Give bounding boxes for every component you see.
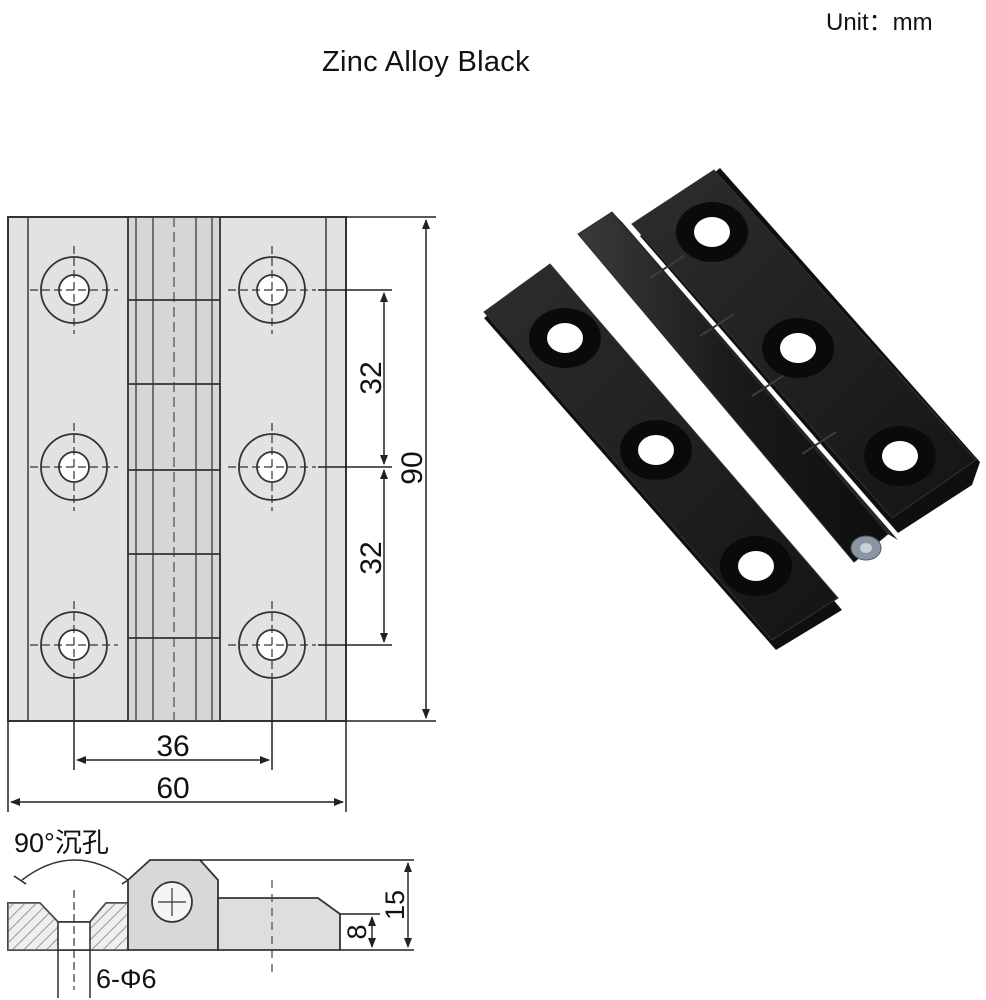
dim-hole-spec: 6-Φ6: [96, 964, 157, 994]
hole-left-top: [30, 246, 118, 334]
dim-height: 90: [396, 451, 429, 484]
horizontal-dimensions: [7, 680, 347, 812]
hole-left-middle: [30, 423, 118, 511]
product-title: Zinc Alloy Black: [322, 46, 530, 78]
dim-width: 60: [156, 772, 189, 805]
note-countersink: 90°沉孔: [14, 828, 109, 858]
hole-right-bottom: [228, 601, 316, 689]
dim-pitch-bottom: 32: [355, 541, 388, 574]
hinge-pin: [850, 535, 882, 561]
dim-hole-spacing-x: 36: [156, 730, 189, 763]
dim-knuckle-height: 15: [380, 890, 410, 920]
hinge-side-view: [7, 859, 414, 998]
hole-right-top: [228, 246, 316, 334]
hole-left-bottom: [30, 601, 118, 689]
photo-holes-left-leaf: [529, 308, 792, 596]
dim-pitch-top: 32: [355, 361, 388, 394]
mounting-holes: [30, 246, 316, 689]
hinge-top-view: [7, 216, 347, 722]
unit-label: Unit：mm: [826, 9, 933, 36]
vertical-dimensions: [318, 216, 436, 722]
dim-leaf-thickness: 8: [342, 924, 372, 939]
knuckle-strip: [127, 216, 221, 722]
photo-holes-right-leaf: [676, 202, 936, 486]
hinge-knuckle: [577, 211, 898, 563]
hole-right-middle: [228, 423, 316, 511]
